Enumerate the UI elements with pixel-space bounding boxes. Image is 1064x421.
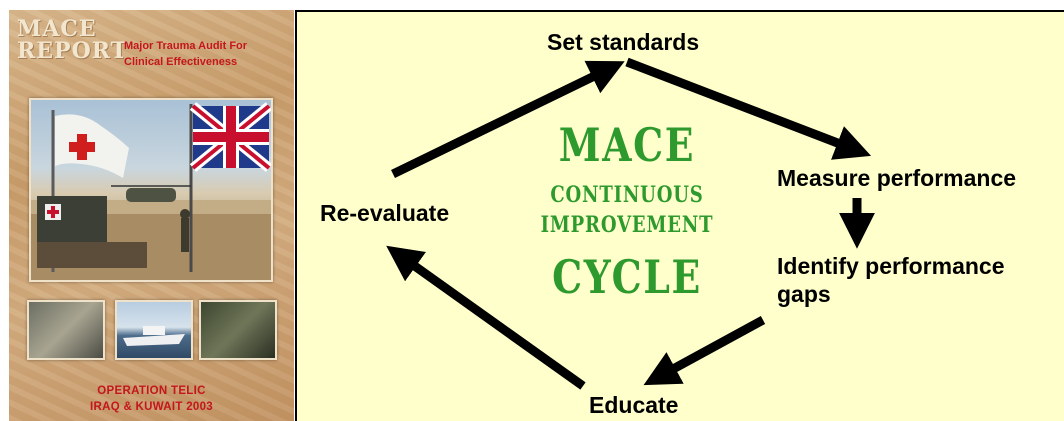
arrow-set-to-measure [625,57,872,160]
cover-footer-line-2: IRAQ & KUWAIT 2003 [90,401,213,413]
step-identify-line-1: Identify performance [777,253,1005,279]
arrow-identify-to-educate [643,316,766,386]
step-identify-line-2: gaps [777,281,831,307]
step-identify-performance-gaps: Identify performance gaps [777,252,1057,308]
step-measure-performance: Measure performance [777,165,1017,191]
arrow-reevaluate-to-set [391,60,625,179]
step-re-evaluate: Re-evaluate [320,200,450,226]
step-educate: Educate [589,392,679,418]
masthead-line-1: MACE [17,16,97,42]
report-cover: MACE REPORT Major Trauma Audit For Clini… [9,10,294,421]
cover-subtitle-line-2: Clinical Effectiveness [124,56,238,68]
cover-footer-line-1: OPERATION TELIC [97,385,206,397]
cover-photo-hospital-ship [115,300,193,360]
flags-scene-illustration [31,102,271,280]
cover-subtitle: Major Trauma Audit For Clinical Effectiv… [124,38,289,70]
step-set-standards: Set standards [547,29,700,55]
center-title-mace: MACE [558,118,696,172]
center-title-improvement: IMPROVEMENT [540,212,714,238]
cycle-arrows [386,57,875,390]
cover-photo-helicopter-crew [27,300,105,360]
masthead-line-2: REPORT [17,38,129,64]
cover-main-photo [29,98,273,282]
cover-photo-field-medics [199,300,277,360]
ship-illustration [123,326,185,346]
center-title-continuous: CONTINUOUS [550,182,704,208]
center-title-cycle: CYCLE [552,250,702,304]
cover-masthead: MACE REPORT [17,18,128,62]
arrow-educate-to-reevaluate [386,245,586,390]
improvement-cycle-diagram: Set standards Measure performance Identi… [295,10,1064,421]
cover-subtitle-line-1: Major Trauma Audit For [124,40,248,52]
